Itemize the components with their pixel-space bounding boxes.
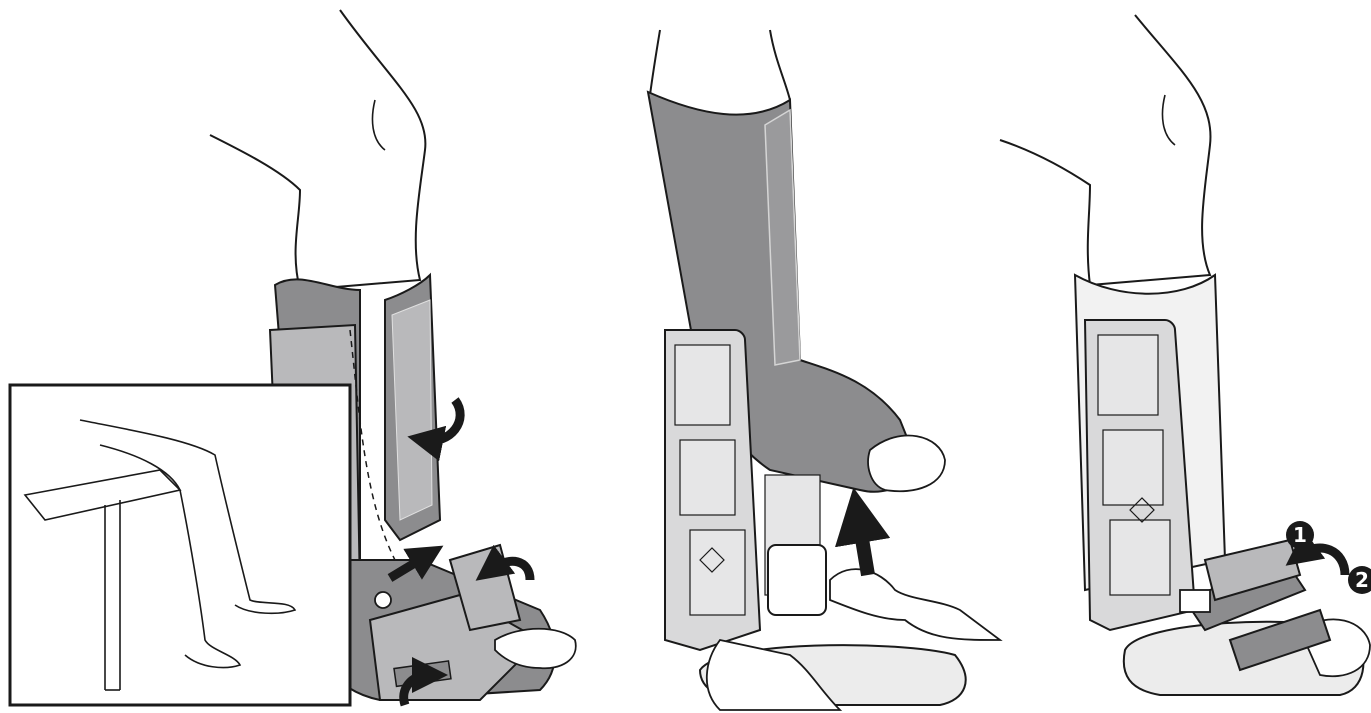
- step-number-1: 1: [1293, 523, 1307, 547]
- step-number-icon: 1: [1286, 521, 1314, 549]
- curved-arrow-icon: [1300, 548, 1345, 575]
- panel-fasten-foot-strap: 1 2: [1000, 15, 1371, 695]
- panel-wrap-leg-sleeve: [10, 10, 576, 705]
- step-number-2: 2: [1355, 568, 1369, 592]
- inset-seated-posture: [10, 385, 350, 705]
- panel-insert-leg-into-shell: [648, 30, 1000, 710]
- straight-arrow-icon: [858, 515, 868, 575]
- step-number-icon: 2: [1348, 566, 1371, 594]
